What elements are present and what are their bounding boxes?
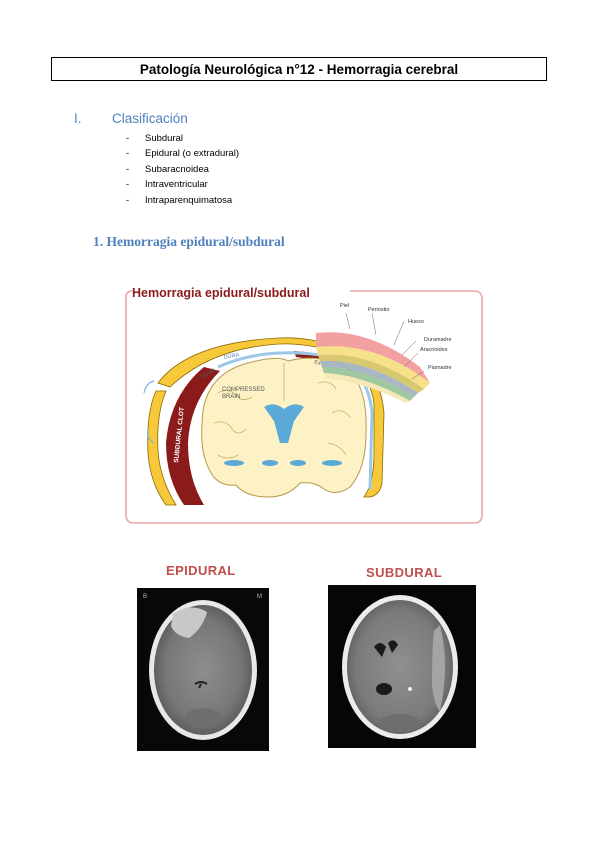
ventricle bbox=[376, 683, 392, 695]
section-title: Clasificación bbox=[112, 111, 188, 126]
list-item: -Intraparenquimatosa bbox=[126, 194, 233, 206]
figure-frame bbox=[125, 290, 483, 524]
subdural-label: SUBDURAL bbox=[366, 565, 443, 580]
hemorrhage-diagram: Hemorragia epidural/subdural COMPRESSED … bbox=[125, 286, 483, 524]
dura-label: DURA bbox=[223, 352, 240, 361]
brain-label-1: COMPRESSED bbox=[222, 387, 265, 393]
corner-marker-right: M bbox=[257, 594, 262, 600]
list-item: -Subaracnoidea bbox=[126, 163, 209, 175]
document-title-box: Patología Neurológica n°12 - Hemorragia … bbox=[51, 57, 547, 81]
brain-tissue bbox=[347, 600, 453, 734]
list-item: -Intraventricular bbox=[126, 179, 208, 191]
corner-marker-left: B bbox=[143, 594, 147, 600]
section-heading: I. Clasificación bbox=[74, 111, 188, 126]
epidural-label: EPIDURAL bbox=[166, 563, 236, 578]
list-item: -Subdural bbox=[126, 133, 184, 144]
document-title: Patología Neurológica n°12 - Hemorragia … bbox=[139, 61, 459, 77]
subsection-heading: 1. Hemorragia epidural/subdural bbox=[93, 234, 285, 249]
epidural-hematoma bbox=[171, 607, 207, 638]
subdural-ct-image bbox=[328, 585, 476, 748]
classification-list: -Subdural -Epidural (o extradural) -Suba… bbox=[126, 131, 239, 208]
layer-label-hueso: Hueso bbox=[408, 319, 424, 325]
list-item: -Epidural (o extradural) bbox=[126, 148, 239, 160]
layer-label-periostio: Periostio bbox=[368, 307, 389, 313]
section-number: I. bbox=[74, 111, 82, 126]
layer-label-piamadre: Piamadre bbox=[428, 365, 452, 371]
epidural-ct-image: B M bbox=[137, 588, 269, 751]
subdural-clot bbox=[166, 367, 220, 505]
figure-title: Hemorragia epidural/subdural bbox=[132, 286, 310, 300]
layer-label-piel: Piel bbox=[340, 303, 349, 309]
brain-label-2: BRAIN bbox=[222, 394, 240, 400]
layers-inset: Piel Periostio Hueso Duramadre Aracnoide… bbox=[316, 303, 452, 403]
layer-label-duramadre: Duramadre bbox=[424, 337, 452, 343]
subdural-hematoma bbox=[432, 625, 445, 711]
layer-label-aracnoides: Aracnoides bbox=[420, 347, 448, 353]
skull-bone bbox=[157, 337, 385, 498]
brain-tissue bbox=[154, 605, 252, 735]
ventricle bbox=[264, 404, 304, 443]
